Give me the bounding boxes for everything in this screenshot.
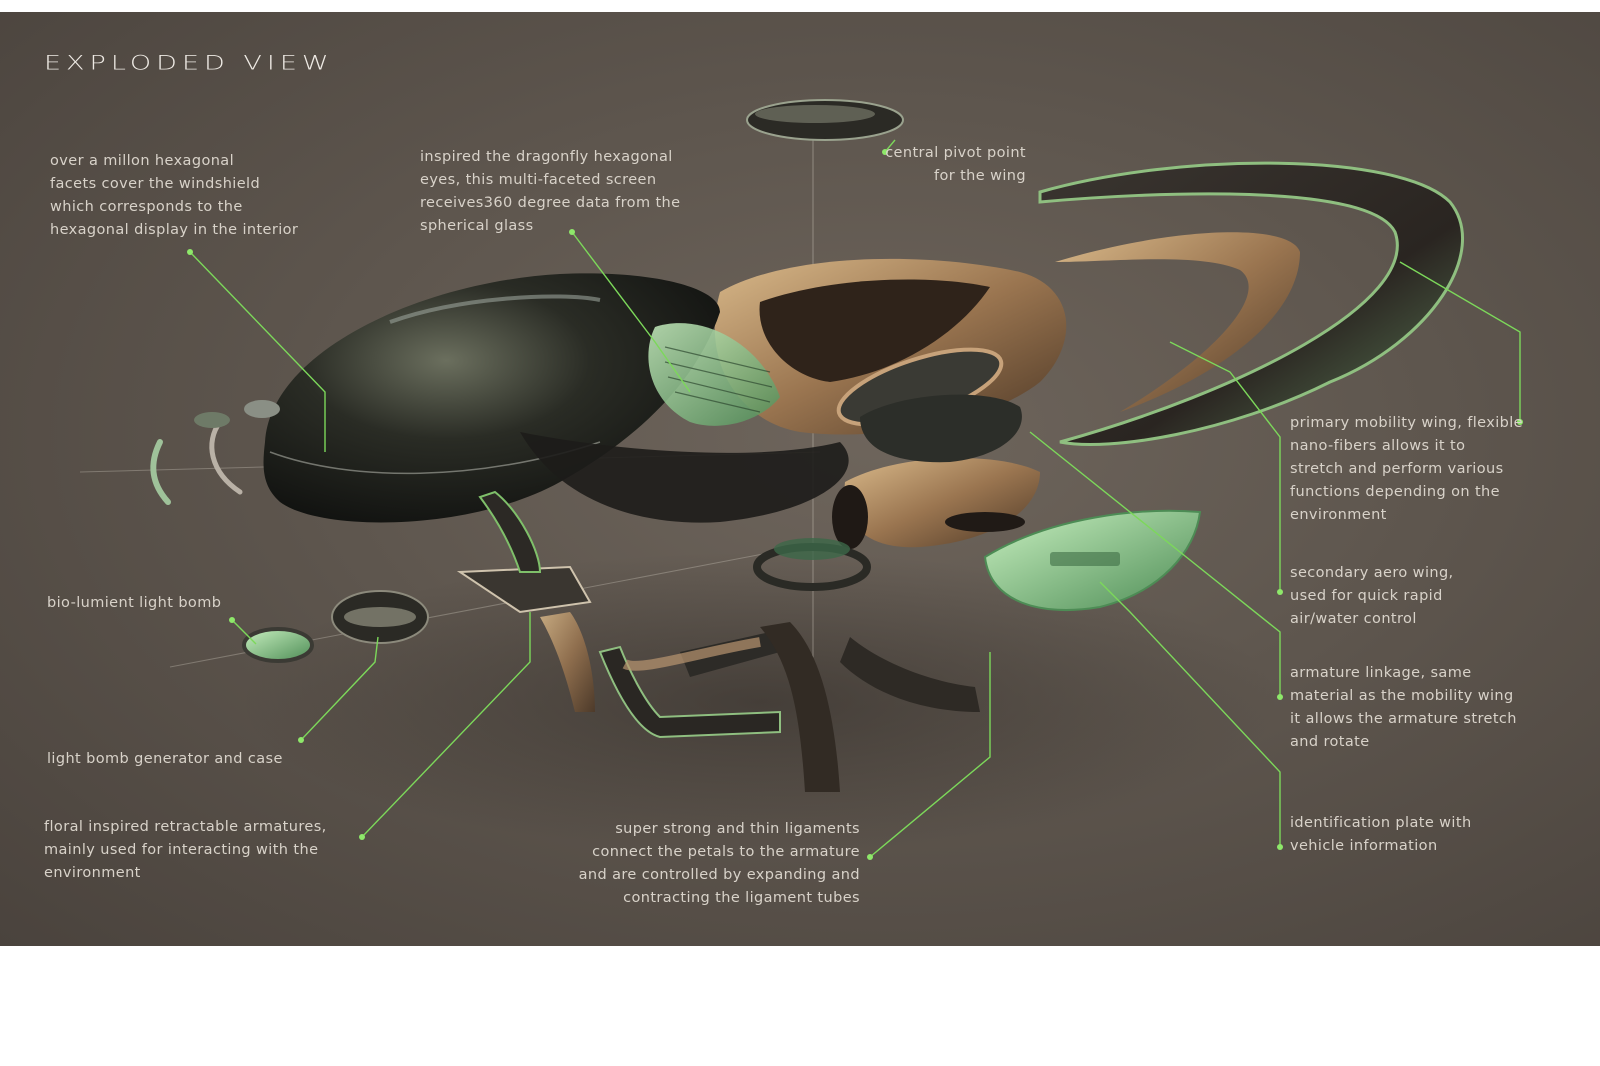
propulsion-pod-shape xyxy=(844,458,1040,548)
annotation-line: central pivot point xyxy=(885,145,1026,161)
ground-shadow xyxy=(240,552,1280,852)
annotation-id-plate: identification plate with vehicle inform… xyxy=(1290,812,1472,858)
annotation-line: inspired the dragonfly hexagonal xyxy=(420,149,673,165)
annotation-line: over a millon hexagonal xyxy=(50,153,235,169)
annotation-line: floral inspired retractable armatures, xyxy=(44,819,327,835)
poster-panel: EXPLODED VIEW over a millon hexagonal fa… xyxy=(0,12,1600,946)
annotation-light-bomb: bio-lumient light bomb xyxy=(47,592,221,615)
exploded-vehicle-illustration xyxy=(79,99,1523,860)
annotation-bomb-generator: light bomb generator and case xyxy=(47,748,283,771)
annotation-line: hexagonal display in the interior xyxy=(50,222,299,238)
annotation-line: used for quick rapid xyxy=(1290,588,1443,604)
main-shell-shape xyxy=(263,273,720,523)
primary-wing-shape xyxy=(1038,161,1464,446)
annotation-windshield: over a millon hexagonal facets cover the… xyxy=(50,150,298,242)
annotation-line: facets cover the windshield xyxy=(50,176,261,192)
annotation-primary-wing: primary mobility wing, flexible nano-fib… xyxy=(1290,412,1523,527)
annotation-line: and rotate xyxy=(1290,734,1370,750)
annotation-line: material as the mobility wing xyxy=(1290,688,1514,704)
annotation-line: which corresponds to the xyxy=(50,199,243,215)
annotation-line: it allows the armature stretch xyxy=(1290,711,1517,727)
page-title: EXPLODED VIEW xyxy=(44,52,334,75)
bottom-margin xyxy=(0,946,1600,1066)
annotation-line: light bomb generator and case xyxy=(47,751,283,767)
annotation-line: contracting the ligament tubes xyxy=(623,890,860,906)
annotation-secondary-wing: secondary aero wing, used for quick rapi… xyxy=(1290,562,1454,631)
annotation-line: functions depending on the xyxy=(1290,484,1500,500)
annotation-line: secondary aero wing, xyxy=(1290,565,1454,581)
annotation-line: vehicle information xyxy=(1290,838,1438,854)
annotation-line: for the wing xyxy=(933,168,1026,184)
annotation-screen: inspired the dragonfly hexagonal eyes, t… xyxy=(420,146,680,238)
annotation-line: connect the petals to the armature xyxy=(592,844,860,860)
hex-screen-shape xyxy=(648,323,780,426)
annotation-line: nano-fibers allows it to xyxy=(1290,438,1466,454)
annotation-line: eyes, this multi-faceted screen xyxy=(420,172,657,188)
annotation-line: super strong and thin ligaments xyxy=(615,821,860,837)
light-bomb-shape xyxy=(242,627,314,663)
annotation-line: bio-lumient light bomb xyxy=(47,595,222,611)
annotation-line: environment xyxy=(44,865,141,881)
annotation-ligaments: super strong and thin ligaments connect … xyxy=(579,818,860,910)
annotation-line: primary mobility wing, flexible xyxy=(1290,415,1523,431)
annotation-line: armature linkage, same xyxy=(1290,665,1472,681)
annotation-line: stretch and perform various xyxy=(1290,461,1504,477)
callout-lines xyxy=(189,139,1521,858)
front-fin-shape xyxy=(150,439,171,505)
annotation-armature-linkage: armature linkage, same material as the m… xyxy=(1290,662,1517,754)
annotation-line: and are controlled by expanding and xyxy=(578,867,860,883)
annotation-line: spherical glass xyxy=(420,218,534,234)
annotation-pivot: central pivot point for the wing xyxy=(885,142,1026,188)
annotation-line: receives360 degree data from the xyxy=(420,195,681,211)
secondary-wing-shape xyxy=(1055,232,1300,412)
annotation-line: identification plate with xyxy=(1290,815,1472,831)
annotation-line: mainly used for interacting with the xyxy=(44,842,319,858)
annotation-armatures: floral inspired retractable armatures, m… xyxy=(44,816,327,885)
annotation-line: environment xyxy=(1290,507,1387,523)
annotation-line: air/water control xyxy=(1290,611,1417,627)
